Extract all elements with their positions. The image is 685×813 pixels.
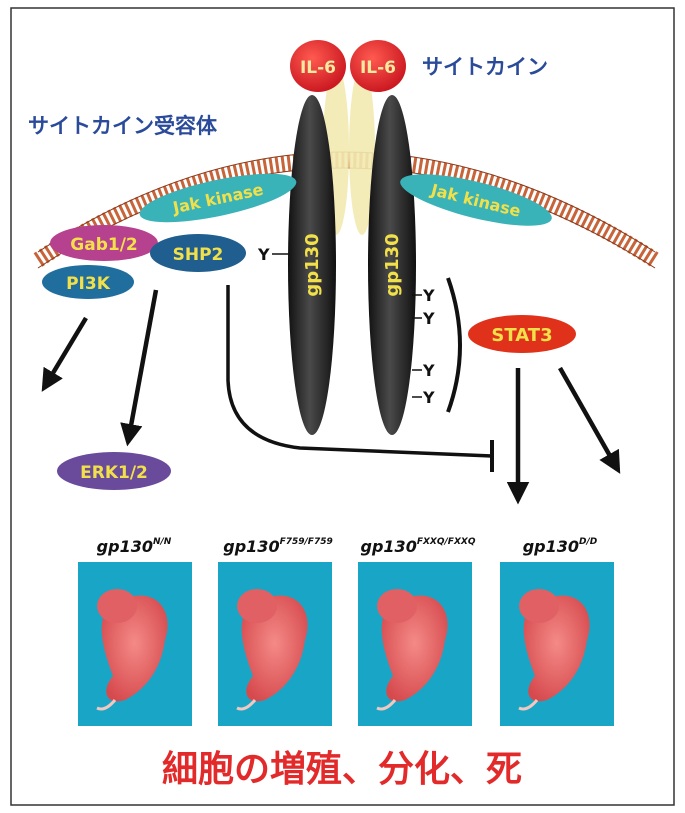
stat3-label: STAT3: [491, 325, 552, 346]
erk-node: ERK1/2: [57, 452, 171, 490]
stat3-arrow-right: [560, 368, 618, 470]
pi3k-label: PI3K: [66, 274, 111, 294]
stat3-node: STAT3: [468, 315, 576, 353]
mouse-photos: [78, 562, 614, 726]
cytokine-receptor-label: サイトカイン受容体: [28, 114, 218, 138]
mouse-photo-3: [358, 562, 472, 726]
gab-node: Gab1/2: [50, 225, 158, 261]
il6-ligand-right: IL-6: [350, 40, 406, 92]
pi3k-node: PI3K: [42, 265, 134, 299]
shp2-label: SHP2: [173, 245, 224, 265]
mouse-label-4: gp130D/D: [523, 537, 598, 556]
gp130-receptor-right: gp130: [368, 95, 416, 435]
il6-label-right: IL-6: [360, 58, 396, 78]
il6-ligand-left: IL-6: [290, 40, 346, 92]
mouse-photo-4: [500, 562, 614, 726]
mouse-label-2: gp130F759/F759: [223, 537, 332, 556]
shp2-node: SHP2: [150, 234, 246, 272]
shp2-inhibition-line: [228, 285, 492, 456]
pi3k-arrow: [44, 318, 86, 388]
cytokine-label: サイトカイン: [422, 55, 548, 79]
il6-label-left: IL-6: [300, 58, 336, 78]
tyrosine-left: Y: [257, 245, 270, 264]
tyrosine-group-right: Y Y Y Y: [412, 278, 460, 412]
figure-caption: 細胞の増殖、分化、死: [162, 749, 522, 790]
tyrosine-3: Y: [422, 361, 435, 380]
jak-kinase-right: Jak kinase: [396, 164, 556, 237]
tyrosine-1: Y: [422, 286, 435, 305]
erk-arrow: [128, 290, 156, 442]
tyrosine-4: Y: [422, 388, 435, 407]
mouse-label-3: gp130FXXQ/FXXQ: [361, 537, 476, 556]
gp130-receptor-left: gp130: [288, 95, 336, 435]
gp130-label-left: gp130: [302, 233, 323, 296]
mouse-photo-2: [218, 562, 332, 726]
tyrosine-2: Y: [422, 309, 435, 328]
gp130-label-right: gp130: [382, 233, 403, 296]
erk-label: ERK1/2: [80, 463, 148, 483]
mouse-photo-1: [78, 562, 192, 726]
gab-label: Gab1/2: [70, 235, 137, 255]
mouse-label-1: gp130N/N: [97, 537, 172, 556]
